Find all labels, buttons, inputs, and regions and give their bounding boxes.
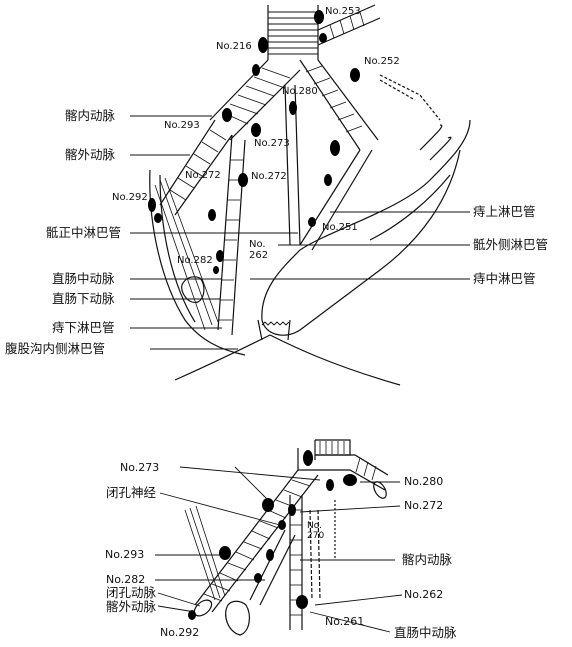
label-bottom-no261: No.261 (325, 615, 365, 628)
lymph-node (308, 217, 316, 227)
pubic-bone (181, 276, 205, 304)
rectum-outline (261, 119, 471, 336)
label-bottom-no293: No.293 (105, 548, 145, 561)
label-inferior-rectal-artery: 直肠下动脉 (52, 291, 115, 306)
common-iliac-bottom (297, 439, 389, 499)
label-obturator-artery: 闭孔动脉 (106, 585, 157, 600)
bottom-diagram (184, 439, 389, 636)
lymph-node (289, 101, 297, 115)
label-no282: No.282 (177, 255, 213, 266)
lymph-node (208, 209, 216, 221)
lymph-node (278, 520, 286, 530)
label-bottom-no273: No.273 (120, 461, 160, 474)
label-no251: No.251 (322, 222, 358, 233)
label-bottom-internal-iliac-artery: 髂内动脉 (402, 552, 453, 567)
bottom-leader-lines (155, 466, 403, 633)
right-lymphatic-chain (379, 74, 441, 121)
lymph-node (188, 610, 196, 620)
label-inguinal-medial-lymphatic: 腹股沟内侧淋巴管 (5, 341, 106, 356)
label-superior-hemorrhoidal-lymphatic: 痔上淋巴管 (473, 204, 536, 219)
right-lateral-vessel (299, 149, 373, 251)
lymph-node (296, 595, 308, 609)
lymph-node (222, 108, 232, 122)
lymph-node (213, 266, 219, 274)
aorta (267, 5, 319, 60)
lymph-node (254, 573, 262, 583)
label-no252: No.252 (364, 56, 400, 67)
label-obturator-nerve: 闭孔神经 (106, 485, 157, 500)
lymph-node (266, 549, 274, 561)
inferior-mesenteric-artery (317, 4, 381, 46)
label-external-iliac-artery: 髂外动脉 (65, 147, 116, 162)
label-bottom-middle-rectal-artery: 直肠中动脉 (394, 625, 457, 640)
lymph-node (314, 10, 324, 24)
lymph-node (330, 140, 340, 156)
lymph-node (343, 474, 357, 486)
label-bottom-no282: No.282 (106, 573, 146, 586)
top-diagram (149, 4, 471, 386)
lymph-node (251, 123, 261, 137)
label-no253: No.253 (325, 6, 361, 17)
internal-iliac-artery (217, 134, 246, 336)
lymph-node (258, 37, 268, 53)
obturator-artery-bottom (249, 529, 296, 606)
lymph-node (219, 546, 231, 560)
lymph-node (262, 498, 274, 512)
lymph-node (216, 250, 224, 262)
lymph-node (324, 174, 332, 186)
label-bottom-no262: No.262 (404, 588, 444, 601)
external-iliac-artery (159, 119, 233, 216)
label-lateral-sacral-lymphatic: 骶外侧淋巴管 (473, 237, 549, 252)
label-no293: No.293 (164, 120, 200, 131)
label-bottom-no272: No.272 (404, 499, 444, 512)
anal-canal (257, 319, 291, 341)
top-lymph-nodes (148, 10, 360, 274)
bowel-loop (369, 124, 452, 241)
label-bottom-external-iliac-artery: 髂外动脉 (106, 599, 157, 614)
pelvic-floor (174, 334, 401, 386)
label-middle-rectal-artery: 直肠中动脉 (52, 271, 115, 286)
lymph-node (148, 198, 156, 212)
label-no270-b: 270 (307, 531, 325, 541)
label-bottom-no280: No.280 (404, 475, 444, 488)
label-internal-iliac-artery: 髂内动脉 (65, 108, 116, 123)
right-common-iliac-artery (299, 59, 379, 151)
label-no273: No.273 (254, 138, 290, 149)
lymph-node (252, 64, 260, 76)
nerve-lines (154, 177, 219, 331)
lymph-node (319, 33, 327, 43)
label-no270-a: No. (307, 521, 322, 531)
label-no272-left: No.272 (185, 170, 221, 181)
lymph-node (303, 450, 313, 466)
branch-vessel-right (309, 509, 321, 601)
top-leader-lines (130, 115, 470, 350)
label-inferior-hemorrhoidal-lymphatic: 痔下淋巴管 (52, 320, 115, 335)
label-bottom-no292: No.292 (160, 626, 200, 639)
lymph-node (238, 173, 248, 187)
lymph-node (350, 68, 360, 82)
label-no280: No.280 (282, 86, 318, 97)
label-median-sacral-lymphatic: 骶正中淋巴管 (46, 225, 122, 240)
label-middle-hemorrhoidal-lymphatic: 痔中淋巴管 (473, 271, 536, 286)
pubic-bone-bottom (225, 600, 250, 636)
lymph-node (154, 213, 162, 223)
lymph-node (326, 479, 334, 491)
label-no292: No.292 (112, 192, 148, 203)
label-no262-a: No. (249, 239, 266, 250)
bottom-lymph-nodes (188, 450, 357, 620)
lymph-node (288, 504, 296, 516)
label-no262-b: 262 (249, 250, 269, 261)
label-no216: No.216 (216, 41, 252, 52)
label-no272-right: No.272 (251, 171, 287, 182)
